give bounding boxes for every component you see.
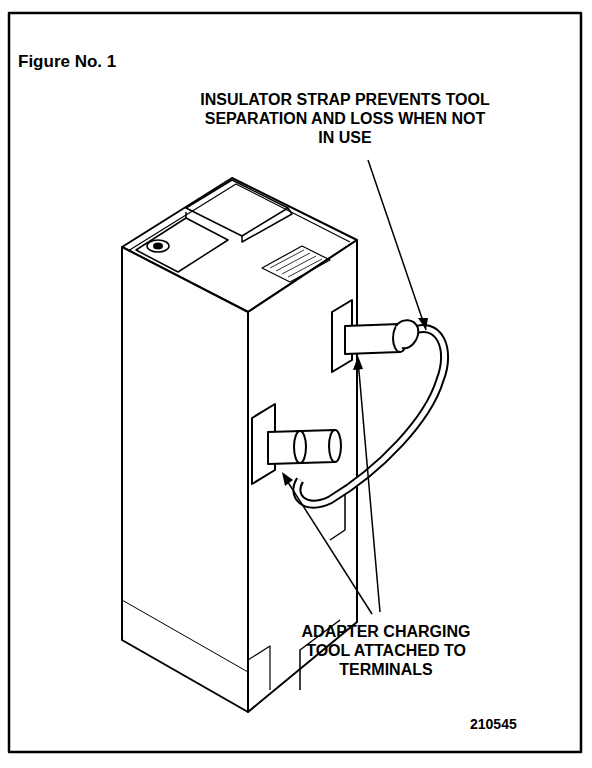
adapter-tool-end [329,430,341,462]
adapter-tool [345,324,400,354]
vent-edge [185,212,187,218]
leader-lines [282,160,428,614]
vent-cover [136,218,228,272]
figure-title: Figure No. 1 [18,52,116,72]
label-plate [262,246,330,282]
base-line [122,600,248,672]
adapter-tool [268,430,335,464]
vent-cover [186,180,288,236]
battery-front [122,247,248,712]
vent-edge [242,208,292,242]
label-lines [270,250,322,277]
insulator-strap-fill [297,329,445,505]
figure-frame [9,13,581,752]
charge-indicator [147,240,169,252]
insulator-strap [297,329,445,505]
strap-loop [396,320,418,348]
battery-side [248,240,357,712]
charge-indicator [154,244,162,249]
figure-number: 210545 [470,716,517,733]
top-rim [128,184,350,251]
base-foot [248,646,270,690]
strap-loop [294,431,306,463]
callout-text: INSULATOR STRAP PREVENTS TOOL SEPARATION… [200,90,490,148]
callout-text: ADAPTER CHARGING TOOL ATTACHED TO TERMIN… [286,622,486,680]
